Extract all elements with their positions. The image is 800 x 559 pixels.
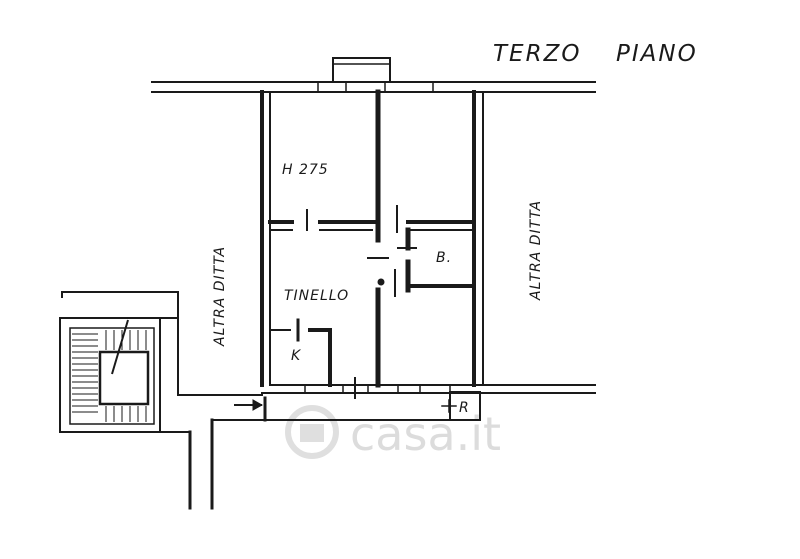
walls — [59, 57, 596, 510]
room-label-kitchen: K — [291, 348, 302, 364]
neighbor-label-right: ALTRA DITTA — [528, 200, 544, 301]
watermark: casa.it — [285, 405, 501, 461]
room-label-bath: B. — [436, 250, 452, 266]
room-label-r: R — [459, 400, 470, 416]
staircase — [69, 319, 155, 425]
entrance-arrow-icon — [234, 399, 264, 411]
room-height-label: H 275 — [282, 162, 329, 178]
watermark-text: casa.it — [350, 407, 501, 461]
room-label-tinello: TINELLO — [284, 288, 349, 304]
plan-title-terzo: TERZO — [493, 41, 581, 67]
plan-title-piano: PIANO — [616, 41, 698, 67]
neighbor-label-left: ALTRA DITTA — [212, 246, 228, 347]
